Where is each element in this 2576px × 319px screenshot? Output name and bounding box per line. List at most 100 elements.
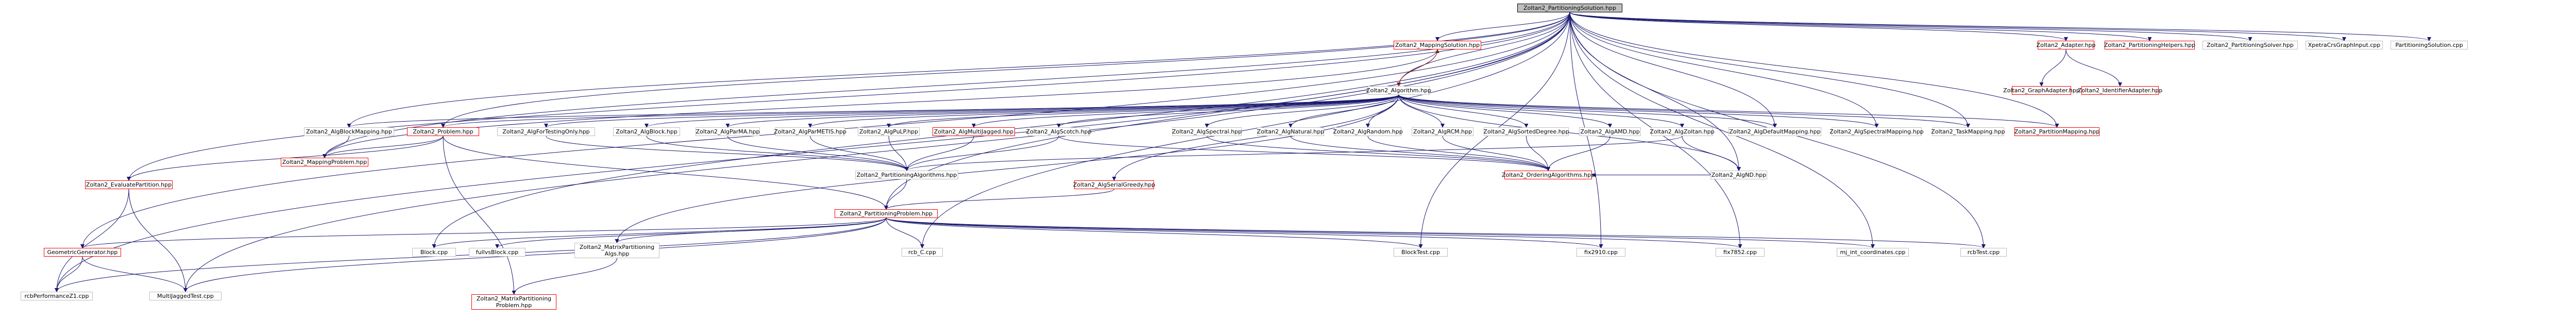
edge-root-to-nd <box>1569 12 1741 171</box>
edge-algo-to-metis <box>808 94 1399 128</box>
node-zoltan2-algnd-hpp[interactable]: Zoltan2_AlgND.hpp <box>1710 171 1767 179</box>
edge-problem-to-matrixprob <box>443 136 516 295</box>
node-zoltan2-partitioningsolver-hpp[interactable]: Zoltan2_PartitioningSolver.hpp <box>2202 41 2298 49</box>
node-partitioningsolution-cpp[interactable]: PartitioningSolution.cpp <box>2391 41 2468 49</box>
edge-algo-to-parma <box>725 94 1399 128</box>
node-zoltan2-mappingproblem-hpp[interactable]: Zoltan2_MappingProblem.hpp <box>281 158 368 166</box>
node-zoltan2-algpulp-hpp[interactable]: Zoltan2_AlgPuLP.hpp <box>858 127 920 136</box>
edge-parma-to-partalgs <box>727 136 909 171</box>
node-zoltan2-orderingalgorithms-hpp[interactable]: Zoltan2_OrderingAlgorithms.hpp <box>1501 171 1595 179</box>
edge-root-to-mjcoord <box>1569 12 1875 248</box>
edge-partprob-to-block <box>432 217 887 248</box>
edge-root-to-mjperf <box>55 12 1570 292</box>
node-zoltan2-algrandom-hpp[interactable]: Zoltan2_AlgRandom.hpp <box>1333 127 1403 136</box>
node-zoltan2-graphadapter-hpp[interactable]: Zoltan2_GraphAdapter.hpp <box>2003 86 2080 95</box>
edge-algo-to-pulp <box>887 94 1399 128</box>
node-zoltan2-algdefaultmapping-hpp[interactable]: Zoltan2_AlgDefaultMapping.hpp <box>1728 127 1821 136</box>
edge-root-to-rcbc <box>920 12 1570 248</box>
node-zoltan2-algnatural-hpp[interactable]: Zoltan2_AlgNatural.hpp <box>1257 127 1325 136</box>
edge-algo-to-matrixpart <box>615 94 1399 243</box>
edge-partprob-to-fix7852 <box>886 217 1742 248</box>
edge-algo-to-scotch <box>1057 94 1399 128</box>
edge-algo-to-mapping <box>1398 94 2059 128</box>
node-blocktest-cpp[interactable]: BlockTest.cpp <box>1394 248 1448 257</box>
edge-root-to-defmap <box>1569 12 1777 128</box>
edge-algo-to-natural <box>1289 94 1399 128</box>
node-zoltan2-matrixpartitioning-algs-hpp[interactable]: Zoltan2_MatrixPartitioning Algs.hpp <box>574 243 659 258</box>
node-zoltan2-algblock-hpp[interactable]: Zoltan2_AlgBlock.hpp <box>613 127 680 136</box>
node-multijaggedtest-cpp[interactable]: MultiJaggedTest.cpp <box>149 292 222 300</box>
edge-multijag-to-partalgs <box>905 136 974 171</box>
edge-root-to-partsolcpp <box>1569 12 2431 41</box>
edge-problem-to-mapprob <box>323 136 444 158</box>
node-zoltan2-algamd-hpp[interactable]: Zoltan2_AlgAMD.hpp <box>1579 127 1641 136</box>
node-zoltan2-partitionmapping-hpp[interactable]: Zoltan2_PartitionMapping.hpp <box>2014 127 2100 136</box>
node-zoltan2-algorithm-hpp[interactable]: Zoltan2_Algorithm.hpp <box>1366 86 1432 95</box>
node-rcbtest-cpp[interactable]: rcbTest.cpp <box>1960 248 2007 257</box>
edge-metis-to-partalgs <box>810 136 909 171</box>
node-zoltan2-algblockmapping-hpp[interactable]: Zoltan2_AlgBlockMapping.hpp <box>304 127 394 136</box>
edge-adapter-to-identad <box>2065 49 2122 87</box>
edge-root-to-xcmg <box>1569 12 2346 41</box>
node-zoltan2-mappingsolution-hpp[interactable]: Zoltan2_MappingSolution.hpp <box>1394 41 1481 49</box>
node-zoltan2-partitioninghelpers-hpp[interactable]: Zoltan2_PartitioningHelpers.hpp <box>2104 41 2196 49</box>
node-zoltan2-partitioningproblem-hpp[interactable]: Zoltan2_PartitioningProblem.hpp <box>835 209 938 218</box>
edge-partprob-to-rcbc <box>886 217 924 248</box>
edge-root-to-problem <box>441 12 1570 128</box>
edge-root-to-adapter <box>1569 12 2068 41</box>
edge-algo-to-blockmap <box>347 94 1399 128</box>
node-zoltan2-partitioningalgorithms-hpp[interactable]: Zoltan2_PartitioningAlgorithms.hpp <box>855 171 958 179</box>
edge-zoltan2h-to-partalgs <box>546 136 909 171</box>
node-zoltan2-algspectral-hpp[interactable]: Zoltan2_AlgSpectral.hpp <box>1172 127 1242 136</box>
node-zoltan2-algrcm-hpp[interactable]: Zoltan2_AlgRCM.hpp <box>1412 127 1473 136</box>
node-zoltan2-matrixpartitioning-problem-hpp[interactable]: Zoltan2_MatrixPartitioning Problem.hpp <box>471 294 556 310</box>
node-zoltan2-adapter-hpp[interactable]: Zoltan2_Adapter.hpp <box>2036 41 2096 49</box>
edge-algo-to-sorted <box>1398 94 1529 128</box>
edge-natural-to-orderalgs <box>1290 136 1550 171</box>
node-zoltan2-taskmapping-hpp[interactable]: Zoltan2_TaskMapping.hpp <box>1931 127 2005 136</box>
edge-partprob-to-matrixpart <box>615 217 887 243</box>
node-zoltan2-algscotch-hpp[interactable]: Zoltan2_AlgScotch.hpp <box>1026 127 1092 136</box>
node-zoltan2-algserialgreedy-hpp[interactable]: Zoltan2_AlgSerialGreedy.hpp <box>1073 180 1156 189</box>
edge-zoltan-to-partalgs <box>905 136 1683 171</box>
edge-root-to-algo <box>1397 12 1570 87</box>
node-zoltan2-algparmetis-hpp[interactable]: Zoltan2_AlgParMETIS.hpp <box>774 127 846 136</box>
edge-partprob-to-mjcoord <box>886 217 1875 248</box>
node-xpetracrsgraphinput-cpp[interactable]: XpetraCrsGraphInput.cpp <box>2306 41 2383 49</box>
node-rcbperformancez1-cpp[interactable]: rcbPerformanceZ1.cpp <box>21 292 93 300</box>
edge-root-to-blockmap <box>347 12 1570 128</box>
edge-pulp-to-partalgs <box>888 136 909 171</box>
node-zoltan2-algsorteddegree-hpp[interactable]: Zoltan2_AlgSortedDegree.hpp <box>1483 127 1569 136</box>
node-rcb-c-cpp[interactable]: rcb_C.cpp <box>902 248 943 257</box>
edge-algo-to-mapsol <box>1398 49 1439 87</box>
edge-algo-to-spectral <box>1205 94 1399 128</box>
node-fix7852-cpp[interactable]: fix7852.cpp <box>1716 248 1765 257</box>
edge-algo-to-defmap <box>1398 94 1777 128</box>
node-zoltan2-algmultijagged-hpp[interactable]: Zoltan2_AlgMultiJagged.hpp <box>933 127 1015 136</box>
node-mj-int-coordinates-cpp[interactable]: mj_int_coordinates.cpp <box>1837 248 1909 257</box>
edge-algblock-to-partalgs <box>646 136 909 171</box>
edge-random-to-orderalgs <box>1367 136 1550 171</box>
edge-amd-to-orderalgs <box>1546 136 1611 171</box>
node-geometricgenerator-hpp[interactable]: GeometricGenerator.hpp <box>44 248 121 257</box>
edge-partprob-to-subblock <box>495 217 887 248</box>
node-zoltan2-problem-hpp[interactable]: Zoltan2_Problem.hpp <box>407 127 479 136</box>
node-zoltan2-algzoltan-hpp[interactable]: Zoltan2_AlgZoltan.hpp <box>1650 127 1715 136</box>
node-zoltan2-identifieradapter-hpp[interactable]: Zoltan2_IdentifierAdapter.hpp <box>2077 86 2163 95</box>
node-zoltan2-algspectralmapping-hpp[interactable]: Zoltan2_AlgSpectralMapping.hpp <box>1829 127 1924 136</box>
edge-partprob-to-geomgen <box>80 217 887 248</box>
node-fix2910-cpp[interactable]: fix2910.cpp <box>1577 248 1625 257</box>
edge-sorted-to-orderalgs <box>1526 136 1550 171</box>
node-block-cpp[interactable]: Block.cpp <box>412 248 456 257</box>
edge-algo-to-serial <box>1112 94 1399 181</box>
edge-algo-to-zoltan <box>1398 94 1684 128</box>
edge-serial-to-partprob <box>884 189 1114 210</box>
node-zoltan2-algparma-hpp[interactable]: Zoltan2_AlgParMA.hpp <box>696 127 760 136</box>
node-zoltan2-algfortestingonly-hpp[interactable]: Zoltan2_AlgForTestingOnly.hpp <box>497 127 595 136</box>
node-zoltan2-evaluatepartition-hpp[interactable]: Zoltan2_EvaluatePartition.hpp <box>85 180 173 189</box>
edge-scotch-to-partalgs <box>905 136 1059 171</box>
edge-root-to-mapprob <box>323 12 1570 158</box>
edge-blockmap-to-mapprob <box>323 136 349 158</box>
node-fullvsblock-cpp[interactable]: fullvsBlock.cpp <box>469 248 526 257</box>
edge-algo-to-algblock <box>645 94 1399 128</box>
